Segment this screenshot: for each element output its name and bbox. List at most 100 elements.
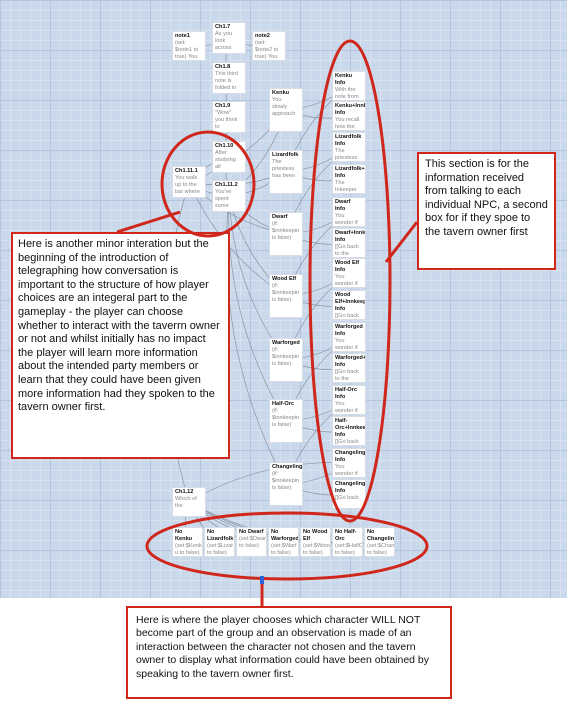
passage-excerpt: [[Go back [335,313,359,319]
passage-no-warforged[interactable]: No Warforged (set:$Warf to false) [268,527,299,557]
passage-title: Changeling [272,464,303,470]
passage-warforged[interactable]: Warforged (if: $innkeepin is false) [269,338,303,382]
passage-excerpt: You wonder if [335,338,358,351]
passage-excerpt: [[Go back [335,495,359,501]
passage-title: note1 [175,33,190,39]
passage-title: Half-Orc Info [335,387,358,400]
passage-half-orc-info[interactable]: Half-Orc Info You wonder if [332,385,366,415]
passage-kenku[interactable]: Kenku You slowly approach [269,88,303,132]
passage-title: Kenku [272,90,290,96]
passage-title: Warforged Info [335,324,363,337]
passage-title: No Kenku [175,529,193,542]
passage-excerpt: [[Go back to the [335,244,359,257]
passage-excerpt: (set:$HalfC to false) [335,543,363,556]
passage-excerpt: With the note from [335,87,359,100]
passage-excerpt: The priestess [335,148,358,161]
passage-excerpt: The priestess has been [272,159,296,179]
passage-warforged-innkeeper-info[interactable]: Warforged+ Info [[Go back to the [332,353,366,383]
passage-half-orc-innkeeper-info[interactable]: Half- Orc+Innkee Info [[Go back [332,416,366,446]
passage-title: Lizardfolk+ Info [335,166,365,179]
passage-dwarf[interactable]: Dwarf (if: $innkeepin is false) [269,212,303,256]
passage-dwarf-innkeeper-info[interactable]: Dwarf+Innk Info [[Go back to the [332,228,366,258]
passage-changeling-info[interactable]: Changeling Info You wonder if [332,448,366,478]
passage-title: Wood Elf+Innkeep Info [335,292,366,312]
passage-title: Lizardfolk [272,152,299,158]
passage-title: Warforged [272,340,300,346]
passage-ch1-8[interactable]: Ch1.8 This third note is folded in [212,62,246,94]
passage-ch1-11-2[interactable]: Ch1.11.2 You've spent some [212,180,246,212]
passage-excerpt: (set:$Dwar to false) [239,536,267,549]
passage-title: Dwarf Info [335,199,351,212]
passage-excerpt: (set:$Wood to false) [303,543,331,556]
passage-changeling-innkeeper-info[interactable]: Changeling+ Info [[Go back [332,479,366,509]
passage-note1[interactable]: note1 (set: $note1 to true) You [172,31,206,61]
passage-excerpt: You wonder if [335,213,358,226]
passage-note2[interactable]: note2 (set: $note2 to true) You [252,31,286,61]
passage-excerpt: (set:$Lizar to false) [207,543,234,556]
passage-title: No Half- Orc [335,529,357,542]
passage-changeling[interactable]: Changeling (if: $innkeepin is false) [269,462,303,506]
passage-kenku-innkeeper-info[interactable]: Kenku+Innk Info You recall how the [332,101,366,131]
passage-title: No Changeling [367,529,395,542]
passage-excerpt: (if: $innkeepin is false) [272,347,300,367]
passage-excerpt: (if: $innkeepin is false) [272,471,300,491]
passage-excerpt: You walk up to the bar where [175,175,200,195]
passage-lizardfolk[interactable]: Lizardfolk The priestess has been [269,150,303,194]
passage-title: Changeling+ Info [335,481,366,494]
passage-no-half-orc[interactable]: No Half- Orc (set:$HalfC to false) [332,527,363,557]
annotation-npc-info-note: This section is for the information rece… [417,152,556,270]
passage-excerpt: (set:$Warf to false) [271,543,297,556]
passage-ch1-11-1[interactable]: Ch1.11.1 You walk up to the bar where [172,166,206,198]
passage-kenku-info[interactable]: Kenku Info With the note from [332,71,366,101]
passage-title: Ch1.7 [215,24,231,30]
passage-title: Ch1.8 [215,64,231,70]
passage-wood-elf-innkeeper-info[interactable]: Wood Elf+Innkeep Info [[Go back [332,290,366,320]
passage-title: Half-Orc [272,401,295,407]
passage-title: Half- Orc+Innkee Info [335,418,366,438]
passage-no-wood-elf[interactable]: No Wood Elf (set:$Wood to false) [300,527,331,557]
passage-excerpt: (if: $innkeepin is false) [272,221,300,241]
passage-title: No Warforged [271,529,299,542]
passage-excerpt: (set: $note1 to true) You [175,40,199,60]
passage-ch1-7[interactable]: Ch1.7 As you look across [212,22,246,54]
passage-title: note2 [255,33,270,39]
passage-excerpt: You wonder if [335,401,358,414]
passage-excerpt: You slowly approach [272,97,296,117]
passage-excerpt: (if: $innkeepin is false) [272,408,300,428]
passage-dwarf-info[interactable]: Dwarf Info You wonder if [332,197,366,227]
passage-wood-elf[interactable]: Wood Elf (if: $innkeepin is false) [269,274,303,318]
annotation-conversation-note: Here is another minor interation but the… [11,232,230,459]
annotation-choice-note: Here is where the player chooses which c… [126,606,452,699]
passage-no-dwarf[interactable]: No Dwarf (set:$Dwar to false) [236,527,267,557]
passage-excerpt: (set:$Kenk u to false) [175,543,202,556]
passage-excerpt: The Inkeeper [335,180,357,193]
passage-ch1-10[interactable]: Ch1.10 After studying all [212,141,246,173]
passage-no-kenku[interactable]: No Kenku (set:$Kenk u to false) [172,527,203,557]
passage-excerpt: (set: $note2 to true) You [255,40,279,60]
passage-title: Wood Elf Info [335,260,360,273]
passage-title: Ch1.11.2 [215,182,238,188]
passage-wood-elf-info[interactable]: Wood Elf Info You wonder if [332,258,366,288]
passage-excerpt: [[Go back [335,439,359,445]
passage-no-lizardfolk[interactable]: No Lizardfolk (set:$Lizar to false) [204,527,235,557]
passage-excerpt: Which of the [175,496,197,509]
passage-excerpt: (if: $innkeepin is false) [272,283,300,303]
passage-title: Ch1.12 [175,489,194,495]
passage-title: No Wood Elf [303,529,328,542]
passage-title: Kenku Info [335,73,353,86]
passage-lizardfolk-info[interactable]: Lizardfolk Info The priestess [332,132,366,162]
passage-title: Wood Elf [272,276,297,282]
passage-title: Dwarf+Innk Info [335,230,366,243]
passage-no-changeling[interactable]: No Changeling (set:$Chan to false) [364,527,395,557]
passage-title: Kenku+Innk Info [335,103,366,116]
passage-half-orc[interactable]: Half-Orc (if: $innkeepin is false) [269,399,303,443]
passage-ch1-12[interactable]: Ch1.12 Which of the [172,487,206,517]
passage-ch1-9[interactable]: Ch1.9 "Wow" you think to [212,101,246,133]
passage-title: No Dwarf [239,529,264,535]
passage-title: Ch1.9 [215,103,231,109]
passage-excerpt: This third note is folded in [215,71,239,91]
passage-lizardfolk-innkeeper-info[interactable]: Lizardfolk+ Info The Inkeeper [332,164,366,194]
passage-warforged-info[interactable]: Warforged Info You wonder if [332,322,366,352]
passage-excerpt: As you look across [215,31,233,51]
passage-title: Warforged+ Info [335,355,366,368]
